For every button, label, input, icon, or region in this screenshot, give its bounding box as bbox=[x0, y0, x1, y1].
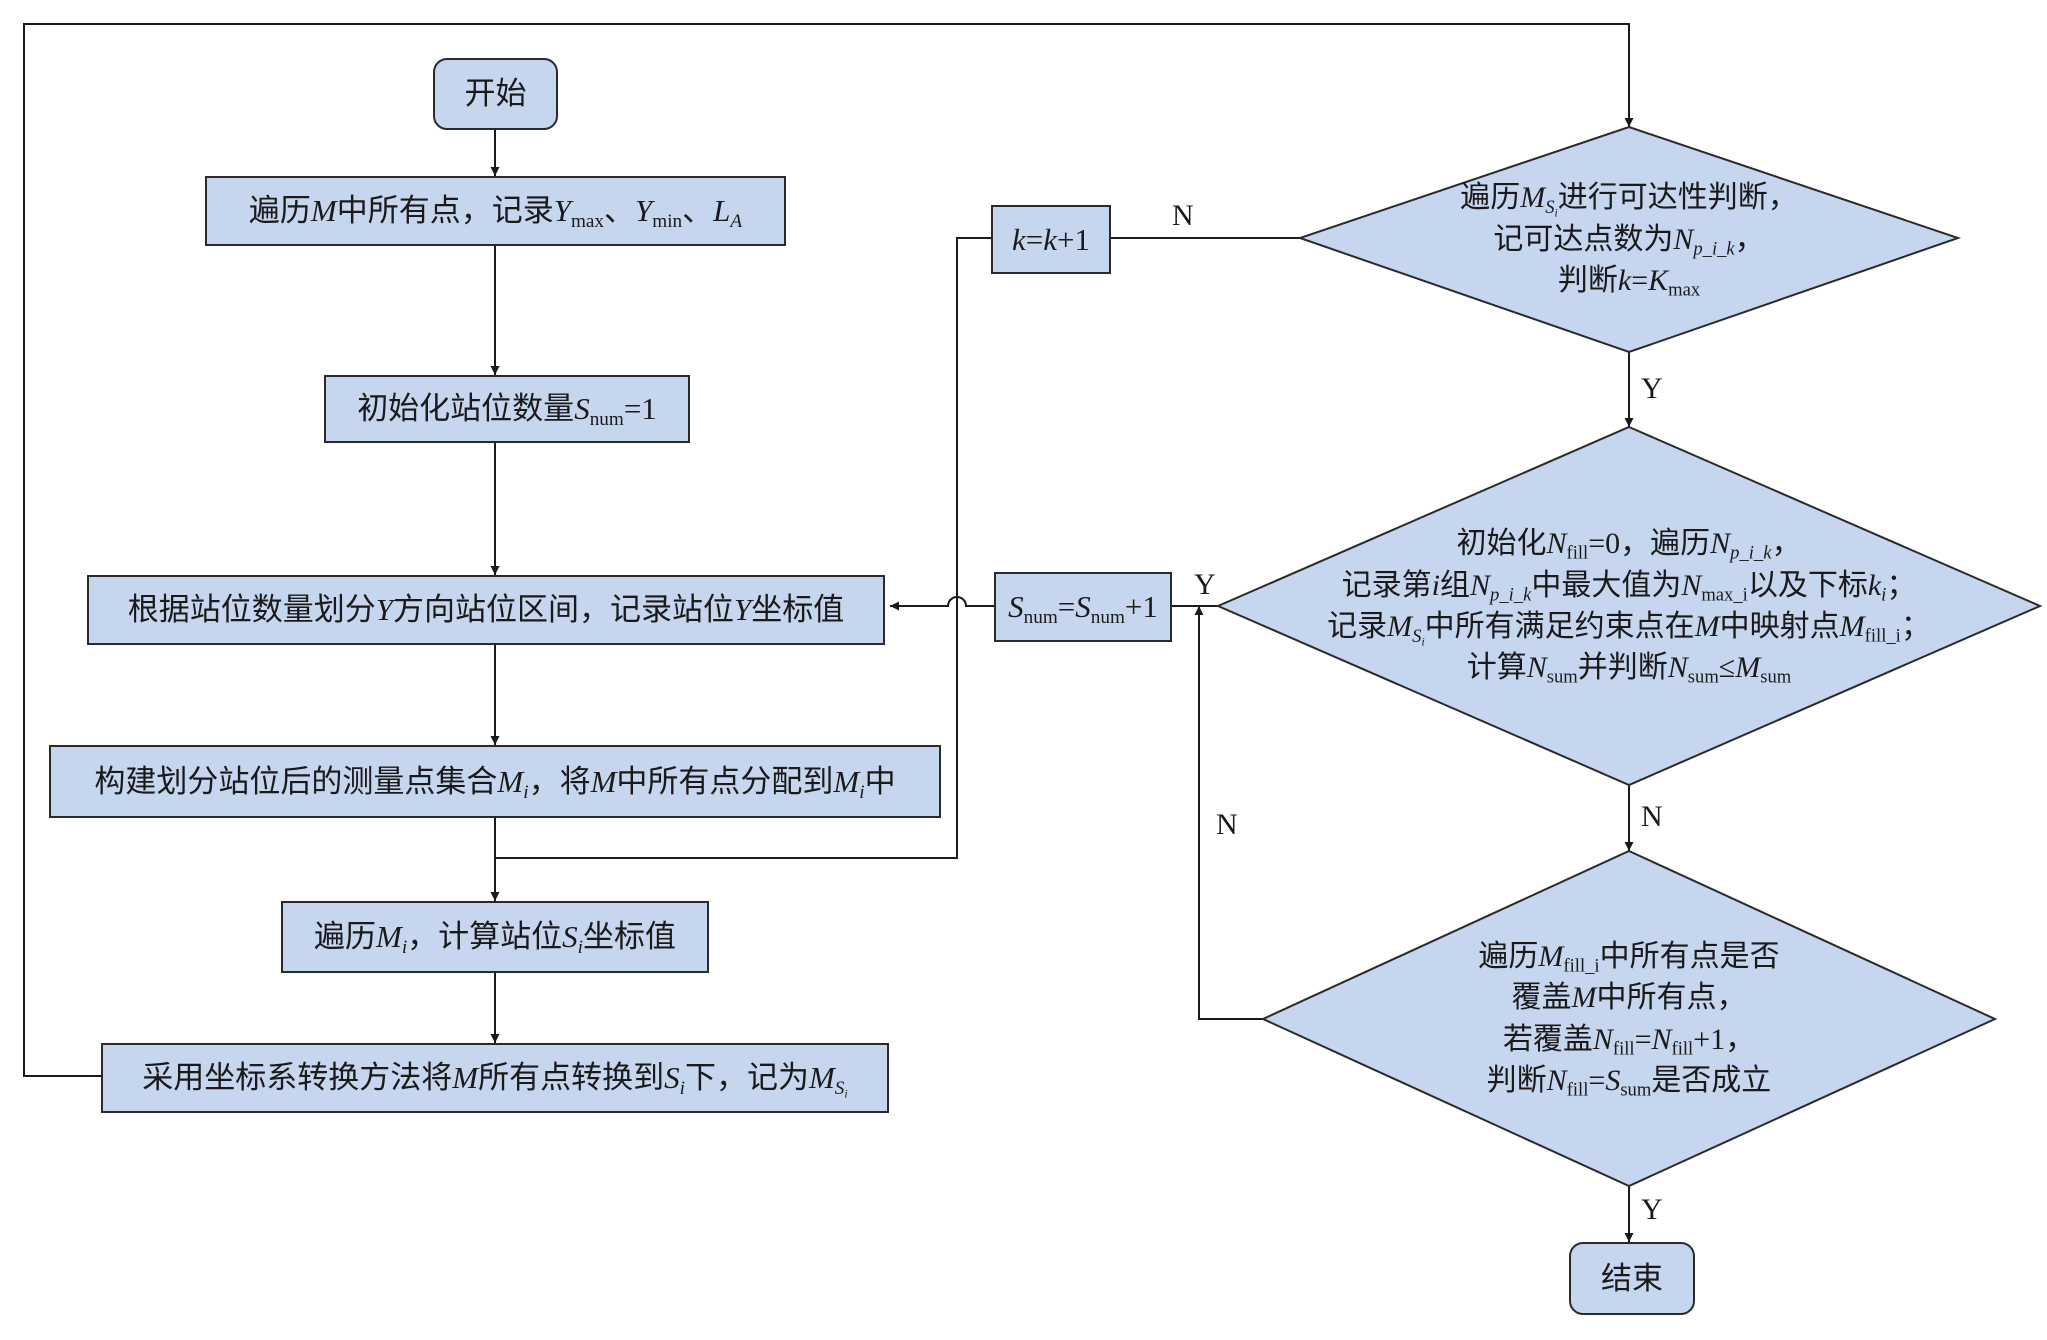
decision-coverage: 遍历Mfill_i中所有点是否 覆盖M中所有点， 若覆盖Nfill=Nfill+… bbox=[1263, 851, 1995, 1186]
label-dec2-yes: Y bbox=[1194, 568, 1216, 601]
decision-coverage-line1: 遍历Mfill_i中所有点是否 bbox=[1478, 939, 1780, 977]
k-increment-text: k=k+1 bbox=[1012, 221, 1090, 257]
label-dec3-no: N bbox=[1216, 808, 1238, 841]
step-traverse-M-text: 遍历M中所有点，记录Ymax、Ymin、LA bbox=[248, 193, 743, 232]
decision-max-search-line1: 初始化Nfill=0，遍历Np_i_k， bbox=[1456, 527, 1802, 564]
step-divide-y-intervals: 根据站位数量划分Y方向站位区间，记录站位Y坐标值 bbox=[87, 575, 885, 645]
decision-coverage-line3: 若覆盖Nfill=Nfill+1， bbox=[1502, 1022, 1756, 1060]
decision-max-search-line4: 计算Nsum并判断Nsum≤Msum bbox=[1466, 651, 1792, 688]
step-compute-station-coords-text: 遍历Mi，计算站位Si坐标值 bbox=[313, 919, 676, 958]
decision-reachability-line1: 遍历MSi进行可达性判断， bbox=[1460, 181, 1798, 220]
decision-max-search-line3: 记录MSi中所有满足约束点在M中映射点Mfill_i； bbox=[1327, 610, 1931, 649]
edge-sinc-to-step3 bbox=[890, 596, 994, 611]
step-init-station-count-text: 初始化站位数量Snum=1 bbox=[357, 391, 657, 430]
decision-reachability-line3: 判断k=Kmax bbox=[1557, 264, 1701, 301]
decision-coverage-line4: 判断Nfill=Ssum是否成立 bbox=[1486, 1063, 1772, 1101]
step-traverse-M: 遍历M中所有点，记录Ymax、Ymin、LA bbox=[205, 176, 786, 246]
decision-max-search-line2: 记录第i组Np_i_k中最大值为Nmax_i以及下标ki； bbox=[1341, 568, 1917, 606]
label-dec3-yes: Y bbox=[1641, 1193, 1663, 1226]
decision-coverage-line2: 覆盖M中所有点， bbox=[1511, 981, 1747, 1015]
end-label: 结束 bbox=[1601, 1260, 1663, 1296]
k-increment-box: k=k+1 bbox=[991, 205, 1111, 274]
step-build-point-sets-text: 构建划分站位后的测量点集合Mi，将M中所有点分配到Mi中 bbox=[94, 763, 896, 803]
decision-reachability-line2: 记可达点数为Np_i_k， bbox=[1493, 222, 1765, 260]
decision-max-search: 初始化Nfill=0，遍历Np_i_k， 记录第i组Np_i_k中最大值为Nma… bbox=[1218, 427, 2040, 785]
step-coordinate-transform-text: 采用坐标系转换方法将M所有点转换到Si下，记为MSi bbox=[142, 1060, 848, 1101]
start-terminal: 开始 bbox=[433, 58, 558, 130]
step-build-point-sets: 构建划分站位后的测量点集合Mi，将M中所有点分配到Mi中 bbox=[49, 745, 941, 818]
label-dec2-no: N bbox=[1641, 800, 1663, 833]
label-dec1-yes: Y bbox=[1641, 372, 1663, 405]
step-compute-station-coords: 遍历Mi，计算站位Si坐标值 bbox=[281, 901, 709, 973]
step-divide-y-intervals-text: 根据站位数量划分Y方向站位区间，记录站位Y坐标值 bbox=[127, 592, 845, 628]
step-init-station-count: 初始化站位数量Snum=1 bbox=[324, 375, 690, 443]
label-dec1-no: N bbox=[1172, 199, 1194, 232]
end-terminal: 结束 bbox=[1569, 1242, 1695, 1315]
step-coordinate-transform: 采用坐标系转换方法将M所有点转换到Si下，记为MSi bbox=[101, 1043, 889, 1113]
start-label: 开始 bbox=[464, 76, 527, 112]
s-increment-text: Snum=Snum+1 bbox=[1008, 589, 1158, 628]
s-increment-box: Snum=Snum+1 bbox=[994, 572, 1172, 642]
decision-reachability: 遍历MSi进行可达性判断， 记可达点数为Np_i_k， 判断k=Kmax bbox=[1300, 127, 1958, 352]
